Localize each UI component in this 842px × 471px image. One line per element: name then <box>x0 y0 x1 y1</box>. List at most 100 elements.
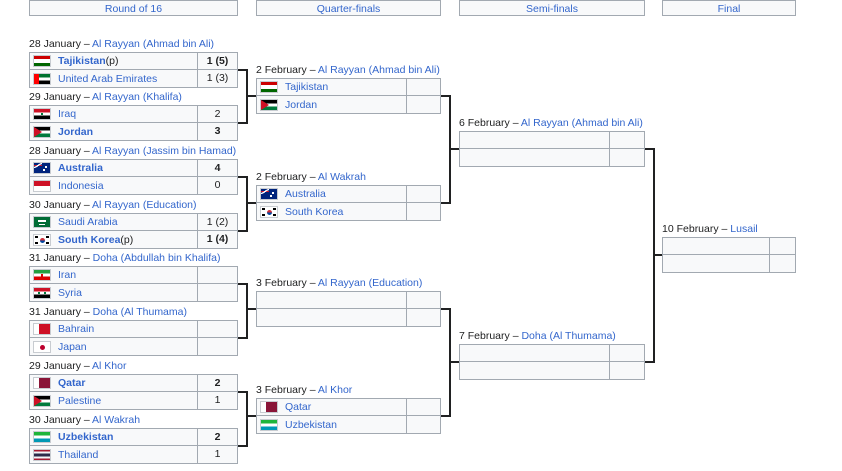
team-row: Bahrain <box>29 320 238 338</box>
team-name-link[interactable]: South Korea <box>58 233 121 246</box>
team-row: Iraq 2 <box>29 105 238 123</box>
team-row <box>256 309 441 327</box>
connector-line <box>238 176 256 232</box>
score-cell: 2 <box>198 374 238 392</box>
venue-link[interactable]: Al Rayyan (Jassim bin Hamad) <box>92 145 237 157</box>
score-cell: 1 (2) <box>198 213 238 231</box>
match-info: 30 January – Al Wakrah <box>29 413 140 427</box>
score-cell <box>407 185 441 203</box>
match-info: 7 February – Doha (Al Thumama) <box>459 329 616 343</box>
match-info: 28 January – Al Rayyan (Ahmad bin Ali) <box>29 37 214 51</box>
match-date: 3 February – <box>256 277 318 289</box>
iran-flag-icon <box>33 269 51 281</box>
score-cell: 1 (4) <box>198 231 238 249</box>
venue-link[interactable]: Al Wakrah <box>317 171 366 183</box>
team-cell <box>662 255 770 273</box>
team-name-link[interactable]: Palestine <box>58 394 102 407</box>
venue-link[interactable]: Al Khor <box>92 360 127 372</box>
venue-link[interactable]: Doha (Al Thumama) <box>92 306 187 318</box>
score-cell: 2 <box>198 105 238 123</box>
team-name-link[interactable]: Indonesia <box>58 179 104 192</box>
team-name-link[interactable]: Iraq <box>58 108 77 120</box>
team-name-link[interactable]: Saudi Arabia <box>58 216 118 228</box>
team-name-link[interactable]: Australia <box>285 188 326 200</box>
team-cell <box>662 237 770 255</box>
team-name-link[interactable]: Jordan <box>58 125 94 138</box>
connector-line <box>441 95 459 204</box>
venue-link[interactable]: Al Rayyan (Khalifa) <box>92 91 182 103</box>
match-date: 30 January – <box>29 414 93 426</box>
team-row <box>256 291 441 309</box>
team-name-link[interactable]: Uzbekistan <box>58 431 114 443</box>
team-name-link[interactable]: Tajikistan <box>285 81 329 93</box>
score-cell: 1 (5) <box>198 52 238 70</box>
team-name-link[interactable]: Thailand <box>58 448 99 461</box>
team-cell: Qatar <box>256 398 407 416</box>
round-header-3[interactable]: Final <box>662 0 796 16</box>
team-name-link[interactable]: United Arab Emirates <box>58 72 158 85</box>
score-cell <box>610 131 645 149</box>
match-date: 29 January – <box>29 360 93 372</box>
team-name-link[interactable]: Australia <box>58 162 103 174</box>
round-header-1[interactable]: Quarter-finals <box>256 0 441 16</box>
venue-link[interactable]: Doha (Al Thumama) <box>521 330 616 342</box>
match-date: 10 February – <box>662 223 731 235</box>
team-cell <box>459 131 610 149</box>
team-name-link[interactable]: Japan <box>58 340 87 353</box>
venue-link[interactable]: Doha (Abdullah bin Khalifa) <box>92 252 221 264</box>
match-date: 7 February – <box>459 330 522 342</box>
venue-link[interactable]: Lusail <box>730 223 758 235</box>
jordan-flag-icon <box>33 125 51 138</box>
team-cell: Bahrain <box>29 320 198 338</box>
score-cell <box>198 320 238 338</box>
team-name-link[interactable]: Uzbekistan <box>285 418 337 431</box>
team-row: Jordan <box>256 96 441 114</box>
match-info: 10 February – Lusail <box>662 222 758 236</box>
team-cell: Tajikistan (p) <box>29 52 198 70</box>
team-row <box>459 149 645 167</box>
team-cell: United Arab Emirates <box>29 70 198 88</box>
connector-line <box>238 69 256 124</box>
connector-line <box>238 391 256 447</box>
team-name-link[interactable]: Qatar <box>58 377 86 389</box>
score-cell: 3 <box>198 123 238 141</box>
round-header-0[interactable]: Round of 16 <box>29 0 238 16</box>
score-cell <box>610 344 645 362</box>
team-name-link[interactable]: South Korea <box>285 205 344 218</box>
venue-link[interactable]: Al Khor <box>317 384 353 396</box>
round-header-2[interactable]: Semi-finals <box>459 0 645 16</box>
venue-link[interactable]: Al Rayyan (Education) <box>317 277 423 289</box>
venue-link[interactable]: Al Rayyan (Ahmad bin Ali) <box>520 117 643 129</box>
score-cell <box>407 203 441 221</box>
team-cell: Jordan <box>256 96 407 114</box>
team-name-link[interactable]: Jordan <box>285 98 318 111</box>
venue-link[interactable]: Al Rayyan (Ahmad bin Ali) <box>317 64 440 76</box>
venue-link[interactable]: Al Rayyan (Education) <box>92 199 197 211</box>
team-name-link[interactable]: Bahrain <box>58 323 95 335</box>
team-cell: Qatar <box>29 374 198 392</box>
team-cell: Tajikistan <box>256 78 407 96</box>
team-name-link[interactable]: Iran <box>58 269 77 281</box>
team-cell: Australia <box>256 185 407 203</box>
team-row <box>459 131 645 149</box>
match-date: 31 January – <box>29 252 93 264</box>
match-info: 29 January – Al Khor <box>29 359 126 373</box>
match-date: 28 January – <box>29 38 93 50</box>
team-name-link[interactable]: Syria <box>58 286 82 299</box>
syria-flag-icon <box>33 286 51 299</box>
team-cell <box>256 309 407 327</box>
team-row: Qatar <box>256 398 441 416</box>
team-name-link[interactable]: Qatar <box>285 401 312 413</box>
team-row: Japan <box>29 338 238 356</box>
uzbekistan-flag-icon <box>260 418 278 431</box>
score-cell <box>198 338 238 356</box>
score-cell <box>407 309 441 327</box>
team-row: Qatar 2 <box>29 374 238 392</box>
team-cell: Uzbekistan <box>29 428 198 446</box>
team-name-link[interactable]: Tajikistan <box>58 55 106 67</box>
venue-link[interactable]: Al Wakrah <box>92 414 141 426</box>
venue-link[interactable]: Al Rayyan (Ahmad bin Ali) <box>92 38 215 50</box>
team-cell <box>459 362 610 380</box>
